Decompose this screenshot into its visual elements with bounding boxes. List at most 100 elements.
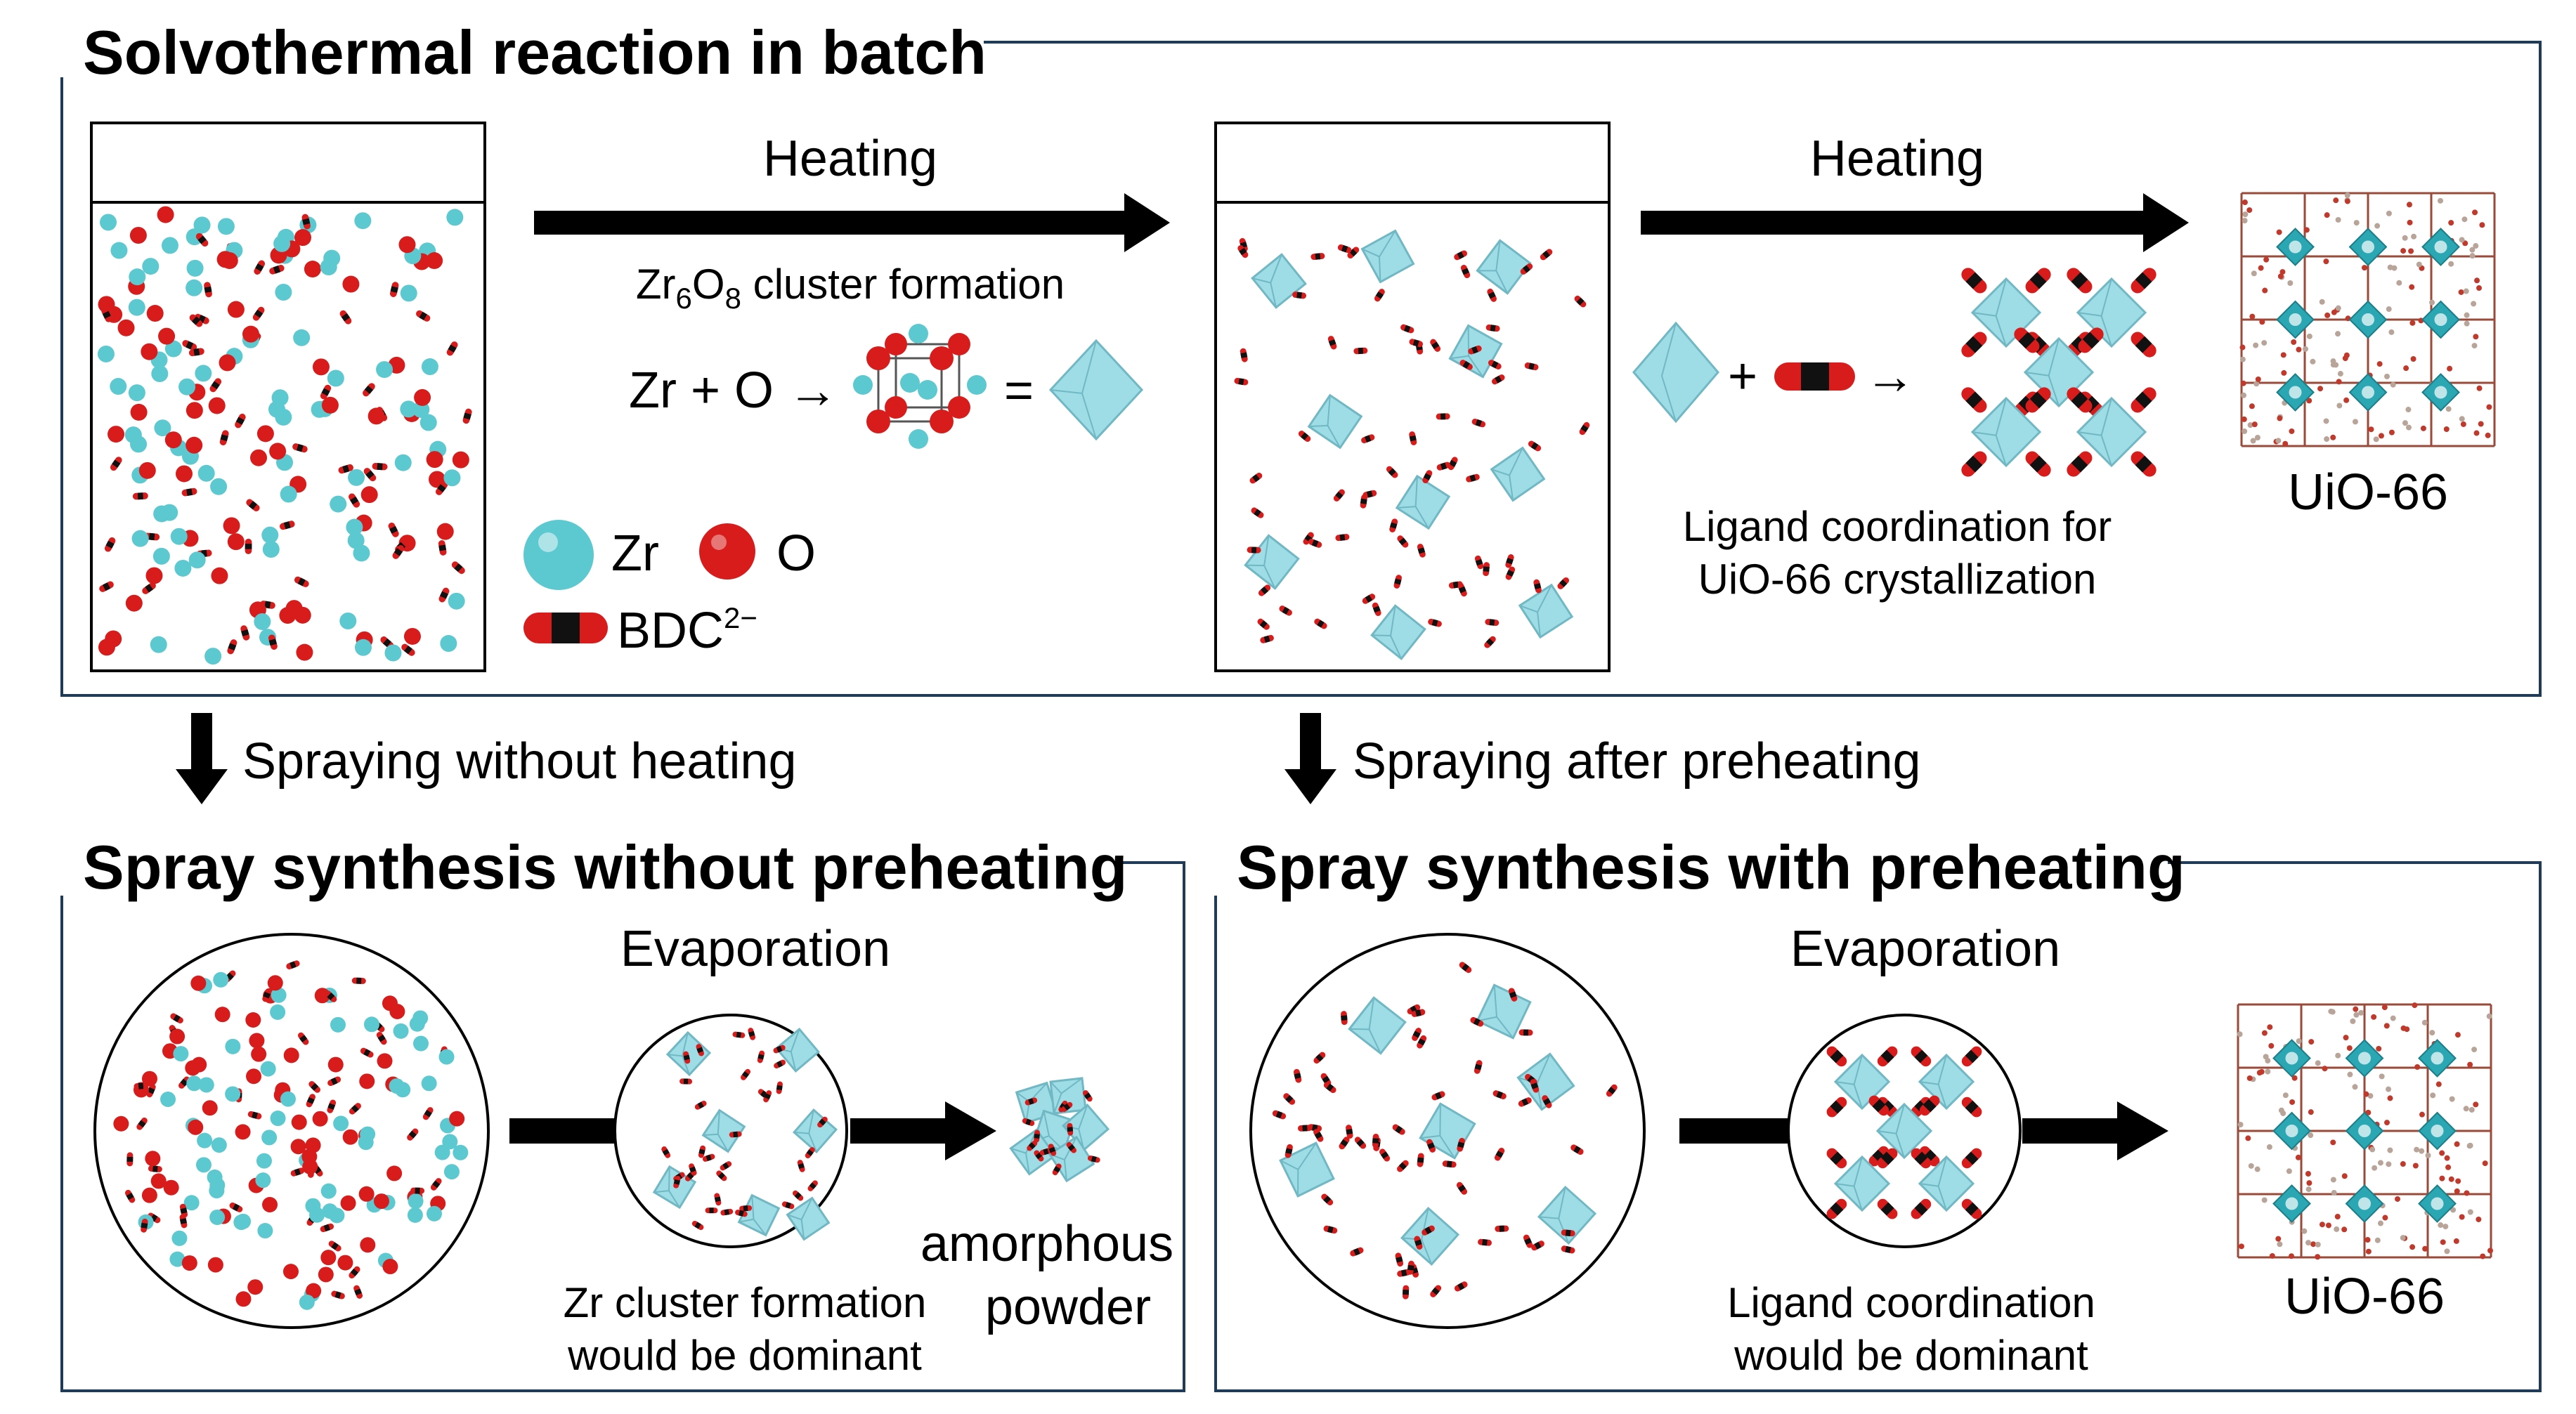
cluster-formation-label: Zr6O8 cluster formation [636, 261, 1065, 315]
bdc-ligand [1310, 253, 1325, 260]
bdc-ligand [1298, 431, 1311, 443]
o-atom [262, 1196, 278, 1212]
o-atom [163, 1179, 179, 1196]
framework-atom [2347, 1071, 2353, 1078]
bdc-ligand [1474, 1060, 1483, 1074]
o-atom [403, 627, 421, 645]
bdc-ligand [297, 1032, 309, 1045]
framework-atom [2444, 1248, 2450, 1255]
o-atom [98, 296, 115, 313]
o-atom [208, 397, 226, 414]
bdc-ligand [294, 576, 309, 587]
framework-atom [2251, 270, 2257, 277]
spray-preheat-title: Spray synthesis with preheating [1237, 832, 2185, 902]
zr-atom [197, 1132, 213, 1148]
bdc-ligand [805, 1147, 815, 1159]
cluster-particles [1234, 229, 1590, 660]
o-atom [186, 402, 203, 419]
zr-atom [453, 1144, 469, 1160]
bdc-ligand [1293, 1068, 1302, 1083]
zr-atom [261, 1130, 278, 1146]
zr-atom [131, 530, 149, 547]
bdc-ligand [1961, 387, 1987, 413]
o-atom [426, 451, 443, 469]
o-atom [321, 396, 339, 414]
bdc-ligand [349, 493, 360, 508]
zr-atom [217, 218, 235, 235]
bdc-ligand [1474, 555, 1484, 570]
equation-left: Zr + O → [629, 362, 838, 419]
bdc-ligand [1430, 339, 1441, 352]
zr-atom [142, 258, 160, 275]
zr-atom [426, 1205, 442, 1222]
legend-zr-label: Zr [611, 525, 659, 582]
bdc-ligand [1442, 1160, 1457, 1168]
zr-cluster-octahedron [1490, 446, 1546, 502]
bdc-ligand [372, 462, 388, 471]
bdc-ligand [702, 1153, 715, 1162]
framework-atom [2394, 1196, 2400, 1202]
bdc-ligand [776, 1081, 783, 1094]
bdc-ligand [1260, 634, 1274, 643]
zr-atom [186, 279, 203, 296]
framework-atom [2323, 258, 2329, 265]
framework-atom [2454, 1032, 2461, 1038]
framework-atom [2439, 1150, 2445, 1156]
o-atom [318, 1266, 334, 1283]
bdc-ligand [774, 1059, 786, 1069]
bdc-ligand [376, 1032, 387, 1045]
framework-atom [2336, 379, 2342, 385]
framework-atom [2335, 331, 2341, 337]
framework-atom [2412, 1002, 2418, 1009]
framework-atom [2335, 216, 2341, 223]
zr-atom [327, 369, 344, 387]
framework-atom [2466, 1143, 2473, 1149]
o-atom [113, 1115, 129, 1132]
bdc-ligand [1488, 360, 1502, 369]
framework-atom [2282, 440, 2289, 447]
bdc-ligand [142, 582, 156, 594]
o-atom [452, 451, 469, 469]
zr-atom [161, 237, 178, 254]
bdc-ligand [1308, 538, 1322, 548]
bdc-ligand [1258, 584, 1271, 596]
bdc-ligand [2131, 268, 2157, 294]
bdc-ligand [1333, 489, 1345, 502]
o-atom [247, 1279, 264, 1295]
o-atom [141, 1187, 157, 1203]
bdc-ligand [1911, 1046, 1932, 1067]
framework-atom [2353, 1012, 2360, 1018]
bdc-ligand [773, 1045, 786, 1054]
bdc-ligand [1379, 1148, 1391, 1162]
bdc-ligand [1392, 1124, 1405, 1135]
zr-atom [329, 1207, 345, 1224]
framework-atom [2467, 1209, 2473, 1215]
zr-legend-icon [523, 520, 594, 590]
bdc-ligand [1428, 618, 1442, 627]
bdc-ligand [246, 499, 260, 511]
framework-atom [2275, 1236, 2282, 1242]
bdc-ligand [99, 581, 114, 592]
framework-atom [2390, 1015, 2396, 1021]
zr-atom [421, 1075, 437, 1092]
framework-atom [2247, 422, 2253, 428]
bdc-ligand [1495, 1225, 1509, 1232]
o-atom [138, 461, 156, 479]
bdc-ligand [705, 1207, 718, 1214]
bdc-ligand [1485, 324, 1500, 332]
o-atom [367, 407, 385, 425]
bdc-ligand [1961, 332, 1987, 358]
framework-atom [2237, 1121, 2244, 1127]
o-atom [291, 1114, 307, 1130]
bdc-ligand [1417, 1153, 1424, 1167]
framework-atom [2337, 371, 2343, 377]
framework-atom [2249, 403, 2255, 410]
bdc-ligand [1491, 374, 1505, 385]
bdc-ligand [1877, 1148, 1898, 1169]
bdc-ligand [1431, 1091, 1445, 1101]
framework-atom [2324, 212, 2330, 218]
bdc-ligand [438, 587, 450, 603]
bdc-ligand [1412, 1028, 1422, 1041]
zr-atom [400, 400, 417, 418]
bdc-ligand [1826, 1046, 1847, 1067]
